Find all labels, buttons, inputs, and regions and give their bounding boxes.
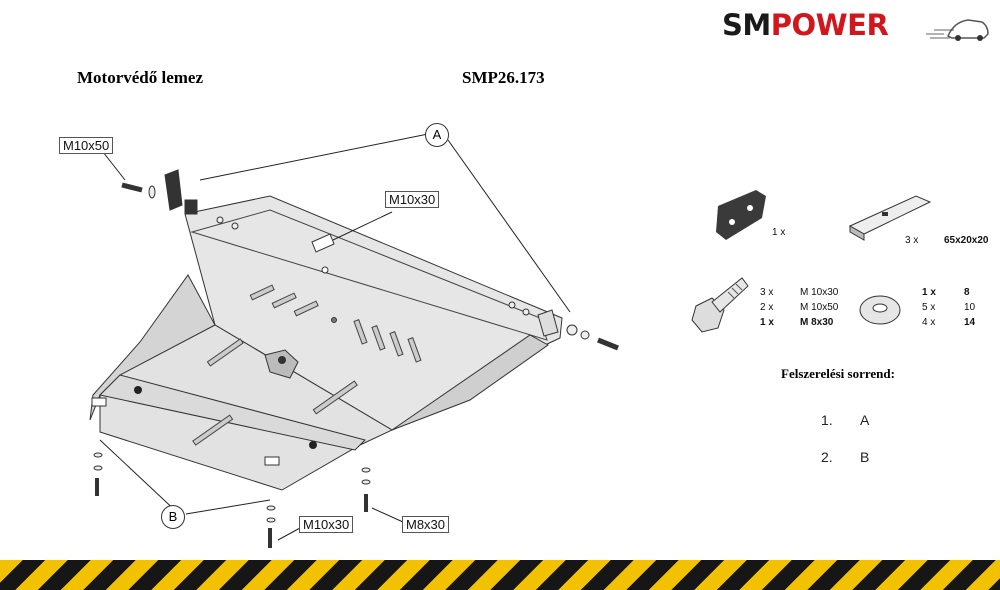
brand-part-sm: SM [722,8,771,42]
product-title: Motorvédő lemez [77,68,204,87]
skid-plate-diagram [89,133,619,548]
lower-plate [99,324,394,491]
label-bolt-left: M10x50 [59,137,114,154]
spacer-size: 65x20x20 [944,235,989,246]
center-bracket [264,349,299,379]
label-bolt-bottom: M10x30 [299,516,354,533]
center-tab [311,233,335,253]
bolt-qty-2: 2 x [760,302,774,313]
hazard-stripe [0,560,1000,590]
leader-lines [99,133,571,541]
bracket-qty: 1 x [772,227,786,238]
right-wall [391,334,549,431]
bolt-part-icon [691,277,749,333]
right-mount-hardware [508,301,619,351]
washer-size-1: 8 [964,287,970,298]
washer-size-3: 14 [964,317,976,328]
vent-slots [192,284,422,446]
bottom-hardware [91,397,371,548]
assembly-step-1-label: A [860,412,870,428]
bolt-qty-1: 3 x [760,287,774,298]
washer-size-2: 10 [964,302,976,313]
spacer-qty: 3 x [905,235,919,246]
assembly-step-2-label: B [860,449,870,465]
lower-front-panel [98,374,366,451]
label-bolt-center: M10x30 [385,191,440,208]
bracket-part-icon [716,190,766,240]
callout-a: A [425,123,449,147]
bolt-size-1: M 10x30 [800,287,839,298]
assembly-step-1-num: 1. [821,412,833,428]
bolt-size-2: M 10x50 [800,302,839,313]
brand-logo: SMPOWER [722,8,992,44]
callout-b: B [161,505,185,529]
washer-part-icon [859,295,901,325]
washer-qty-1: 1 x [922,287,936,298]
label-bolt-bottom-right: M8x30 [402,516,450,533]
brand-part-power: POWER [770,8,889,42]
product-code: SMP26.173 [462,68,545,87]
car-silhouette-icon [926,19,989,41]
left-mount-hardware [121,169,239,230]
bolt-qty-3: 1 x [760,317,774,328]
assembly-step-2-num: 2. [821,449,833,465]
bolt-size-3: M 8x30 [800,317,834,328]
spacer-part-icon [848,195,932,241]
washer-qty-3: 4 x [922,317,936,328]
washer-qty-2: 5 x [922,302,936,313]
assembly-heading: Felszerelési sorrend: [781,366,895,381]
